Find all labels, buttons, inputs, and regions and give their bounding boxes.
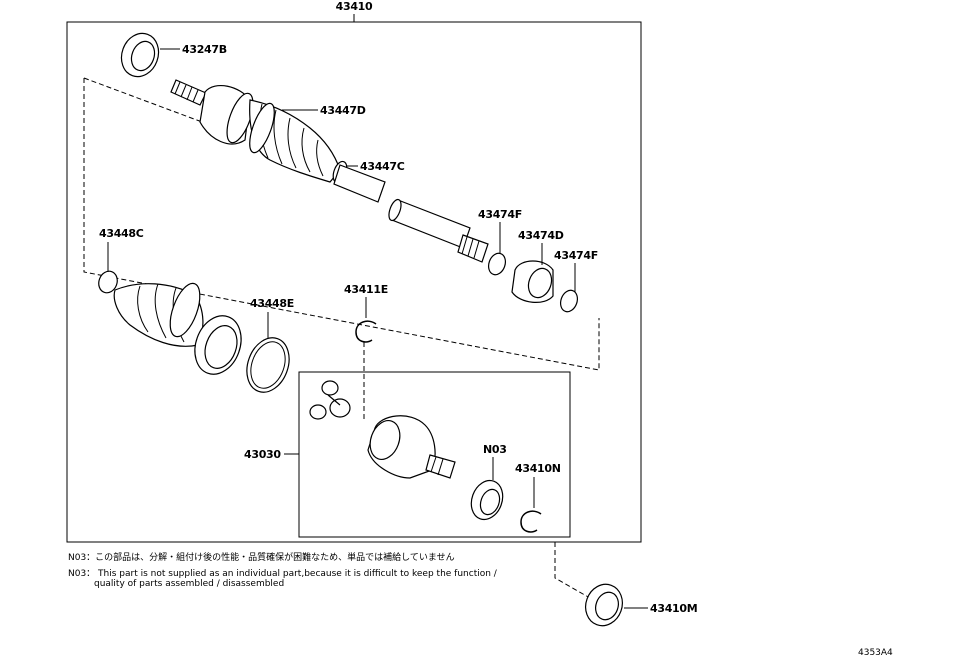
inner-boot[interactable]: [113, 280, 206, 347]
inner-joint-tulip[interactable]: [365, 415, 456, 479]
boot-clamp-43448c[interactable]: [96, 269, 120, 296]
label-43447c[interactable]: 43447C: [360, 160, 405, 173]
label-n03[interactable]: N03: [483, 443, 507, 456]
assembly-label[interactable]: 43410: [336, 0, 374, 13]
boot-clamp-43448e[interactable]: [240, 332, 297, 398]
label-43030[interactable]: 43030: [244, 448, 282, 461]
dust-seal-43247b[interactable]: [116, 28, 165, 82]
dashed-lead-43410m: [554, 542, 591, 599]
bearing-43410m[interactable]: [580, 579, 628, 631]
label-43448e[interactable]: 43448E: [250, 297, 294, 310]
dashed-enclosure: [83, 78, 600, 371]
ring-43474f-upper[interactable]: [486, 251, 509, 277]
outer-boot[interactable]: [245, 99, 341, 183]
label-43474d[interactable]: 43474D: [518, 229, 564, 242]
outer-joint-shaft[interactable]: [170, 79, 258, 146]
dashed-enclosure-top: [83, 77, 246, 139]
label-43411e[interactable]: 43411E: [344, 283, 388, 296]
note-en-line2: quality of parts assembled / disassemble…: [94, 579, 284, 589]
ring-43474f-right[interactable]: [558, 288, 581, 314]
diagram-code: 4353A4: [858, 648, 893, 658]
snap-ring-43410n[interactable]: [520, 510, 542, 533]
label-43410n[interactable]: 43410N: [515, 462, 561, 475]
snap-ring-43411e[interactable]: [355, 320, 377, 343]
note-jp: N03：この部品は、分解・組付け後の性能・品質確保が困難なため、単品では補給して…: [68, 551, 455, 563]
tripod-joint[interactable]: [309, 380, 351, 420]
label-43247b[interactable]: 43247B: [182, 43, 227, 56]
boot-large-ring[interactable]: [187, 309, 249, 380]
note-en-line1: N03： This part is not supplied as an ind…: [68, 569, 498, 579]
dynamic-damper[interactable]: [511, 260, 555, 303]
oil-seal-n03[interactable]: [466, 476, 508, 524]
label-43474f-top[interactable]: 43474F: [478, 208, 522, 221]
label-43410m[interactable]: 43410M: [650, 602, 698, 615]
label-43474f-right[interactable]: 43474F: [554, 249, 598, 262]
intermediate-shaft[interactable]: [333, 164, 489, 263]
label-43447d[interactable]: 43447D: [320, 104, 366, 117]
label-43448c[interactable]: 43448C: [99, 227, 144, 240]
